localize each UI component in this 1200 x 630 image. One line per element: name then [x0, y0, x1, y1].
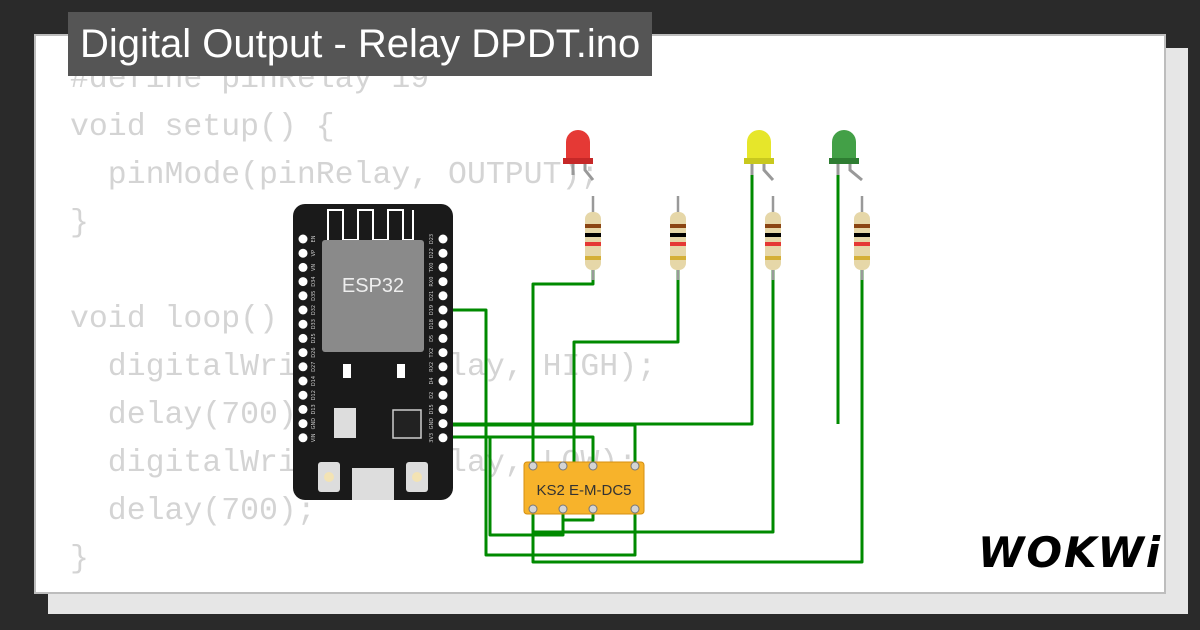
- pin-hole: [298, 305, 308, 315]
- pin-hole: [298, 277, 308, 287]
- resistor[interactable]: [585, 196, 601, 280]
- pin-label: D5: [429, 335, 435, 342]
- pin-hole: [438, 404, 448, 414]
- pin-label: EN: [311, 235, 317, 242]
- pin-hole: [298, 433, 308, 443]
- pin-holes-left: [298, 234, 308, 443]
- pin-hole: [438, 419, 448, 429]
- pin-hole: [298, 348, 308, 358]
- pin-label: D4: [429, 377, 435, 384]
- pin-label: D25: [311, 333, 317, 343]
- pin-label: D21: [429, 291, 435, 301]
- pin-label: RX2: [429, 362, 435, 372]
- esp32-board[interactable]: ESP32 ENVPVND34D35D32D33D25D26D27D14D12D…: [293, 204, 453, 500]
- project-title: Digital Output - Relay DPDT.ino: [68, 12, 653, 76]
- pin-hole: [298, 404, 308, 414]
- pin-hole: [298, 376, 308, 386]
- pin-label: TX0: [429, 263, 435, 274]
- code-line: }: [70, 542, 89, 577]
- pin-label: VIN: [311, 433, 317, 442]
- pin-holes-right: [438, 234, 448, 443]
- pin-hole: [438, 291, 448, 301]
- pin-hole: [298, 319, 308, 329]
- wokwi-logo: WOKWi: [978, 528, 1163, 577]
- wire-yellow-led: [447, 160, 754, 426]
- esp32-chip: [322, 240, 424, 352]
- pin-label: D33: [311, 319, 317, 329]
- pin-hole: [298, 390, 308, 400]
- pin-label: D15: [429, 404, 435, 414]
- pin-hole: [298, 248, 308, 258]
- wire-d19-relay-coil: [447, 308, 637, 557]
- pin-label: GND: [429, 418, 435, 430]
- wire-green-resistor: [531, 270, 864, 564]
- pin-label: D14: [311, 376, 317, 386]
- usb-port: [352, 468, 394, 500]
- led-green[interactable]: [829, 130, 863, 182]
- regulator: [334, 408, 356, 438]
- code-line: delay(700);: [70, 494, 316, 529]
- pin-hole: [298, 419, 308, 429]
- pin-label: D22: [429, 248, 435, 258]
- pin-hole: [298, 362, 308, 372]
- pin-label: D13: [311, 404, 317, 414]
- wires: [447, 160, 864, 564]
- pin-hole: [438, 376, 448, 386]
- code-line: void setup() {: [70, 110, 335, 145]
- pin-label: TX2: [429, 348, 435, 359]
- pin-hole: [438, 248, 448, 258]
- relay-module[interactable]: KS2 E-M-DC5: [523, 461, 645, 515]
- pin-label: D2: [429, 392, 435, 399]
- pin-hole: [438, 305, 448, 315]
- wire-gnd-relay: [447, 423, 637, 466]
- wire-3v3-relay: [447, 435, 565, 537]
- pin-hole: [298, 333, 308, 343]
- led-yellow[interactable]: [744, 130, 775, 182]
- relay-label: KS2 E-M-DC5: [536, 482, 631, 499]
- pin-label: D26: [311, 347, 317, 357]
- code-line: delay(700);: [70, 398, 316, 433]
- pin-label: D35: [311, 291, 317, 301]
- pin-hole: [438, 319, 448, 329]
- pin-hole: [298, 291, 308, 301]
- pin-label: 3V3: [429, 433, 435, 443]
- pin-hole: [438, 333, 448, 343]
- antenna-trace: [327, 209, 414, 241]
- pin-hole: [298, 262, 308, 272]
- resistors: [585, 196, 870, 280]
- pin-label: D12: [311, 390, 317, 400]
- pin-label: D32: [311, 305, 317, 315]
- wire-mid-resistor: [572, 270, 680, 466]
- pin-label: D23: [429, 234, 435, 244]
- pin-label: GND: [311, 418, 317, 430]
- pin-hole: [438, 362, 448, 372]
- pin-hole: [438, 262, 448, 272]
- pin-hole: [438, 433, 448, 443]
- pin-label: VP: [311, 250, 317, 256]
- pin-hole: [438, 234, 448, 244]
- pin-label: D19: [429, 305, 435, 315]
- code-line: pinMode(pinRelay, OUTPUT);: [70, 158, 600, 193]
- pin-label: D34: [311, 276, 317, 286]
- resistor[interactable]: [854, 196, 870, 280]
- usb-chip: [392, 409, 422, 439]
- esp32-chip-label: ESP32: [342, 275, 404, 297]
- pin-hole: [438, 390, 448, 400]
- pin-label: VN: [311, 264, 317, 271]
- wire-gnd-relay-2: [447, 435, 595, 466]
- pin-hole: [438, 277, 448, 287]
- led-red[interactable]: [563, 130, 595, 181]
- pin-hole: [438, 348, 448, 358]
- code-line: }: [70, 206, 89, 241]
- pin-hole: [298, 234, 308, 244]
- pin-label: RX0: [429, 277, 435, 287]
- pin-label: D18: [429, 319, 435, 329]
- resistor[interactable]: [765, 196, 781, 280]
- resistor[interactable]: [670, 196, 686, 280]
- pin-label: D27: [311, 362, 317, 372]
